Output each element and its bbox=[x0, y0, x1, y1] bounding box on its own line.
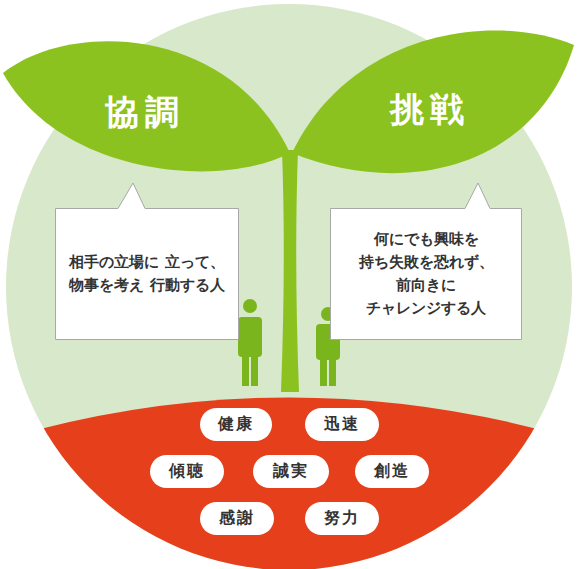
value-pill: 迅速 bbox=[305, 408, 379, 441]
bubble-outline bbox=[56, 183, 239, 340]
value-pill: 創造 bbox=[355, 455, 429, 488]
person-left bbox=[238, 299, 262, 386]
leaf-outline bbox=[3, 41, 290, 171]
bubble-shape bbox=[330, 208, 522, 340]
callout-text: 何にでも興味を 持ち失敗を恐れず、 前向きに チャレンジする人 bbox=[342, 228, 510, 321]
leaf-label: 挑戦 bbox=[390, 87, 470, 133]
bubble-shape bbox=[55, 208, 239, 340]
bubble-outline bbox=[331, 183, 522, 340]
value-label: 誠実 bbox=[273, 461, 309, 482]
value-label: 感謝 bbox=[219, 508, 255, 529]
value-pill: 努力 bbox=[305, 502, 379, 535]
leaf-outline bbox=[292, 30, 574, 173]
value-label: 努力 bbox=[324, 508, 360, 529]
value-pill: 誠実 bbox=[253, 455, 329, 488]
value-pill: 感謝 bbox=[200, 502, 274, 535]
value-pill: 傾聴 bbox=[150, 455, 224, 488]
stem bbox=[281, 150, 299, 392]
speech-bubble: 相手の立場に 立って、 物事を考え 行動する人 bbox=[55, 208, 239, 340]
value-label: 健康 bbox=[218, 414, 254, 435]
value-pill: 健康 bbox=[200, 408, 272, 441]
leaf-left: 協調 bbox=[0, 25, 292, 185]
leaf-right: 挑戦 bbox=[288, 15, 578, 185]
value-label: 迅速 bbox=[324, 414, 360, 435]
value-label: 創造 bbox=[374, 461, 410, 482]
value-label: 傾聴 bbox=[169, 461, 205, 482]
ground bbox=[0, 398, 578, 569]
leaf-label: 協調 bbox=[105, 90, 185, 136]
speech-bubble: 何にでも興味を 持ち失敗を恐れず、 前向きに チャレンジする人 bbox=[330, 208, 522, 340]
callout-text: 相手の立場に 立って、 物事を考え 行動する人 bbox=[67, 251, 227, 298]
